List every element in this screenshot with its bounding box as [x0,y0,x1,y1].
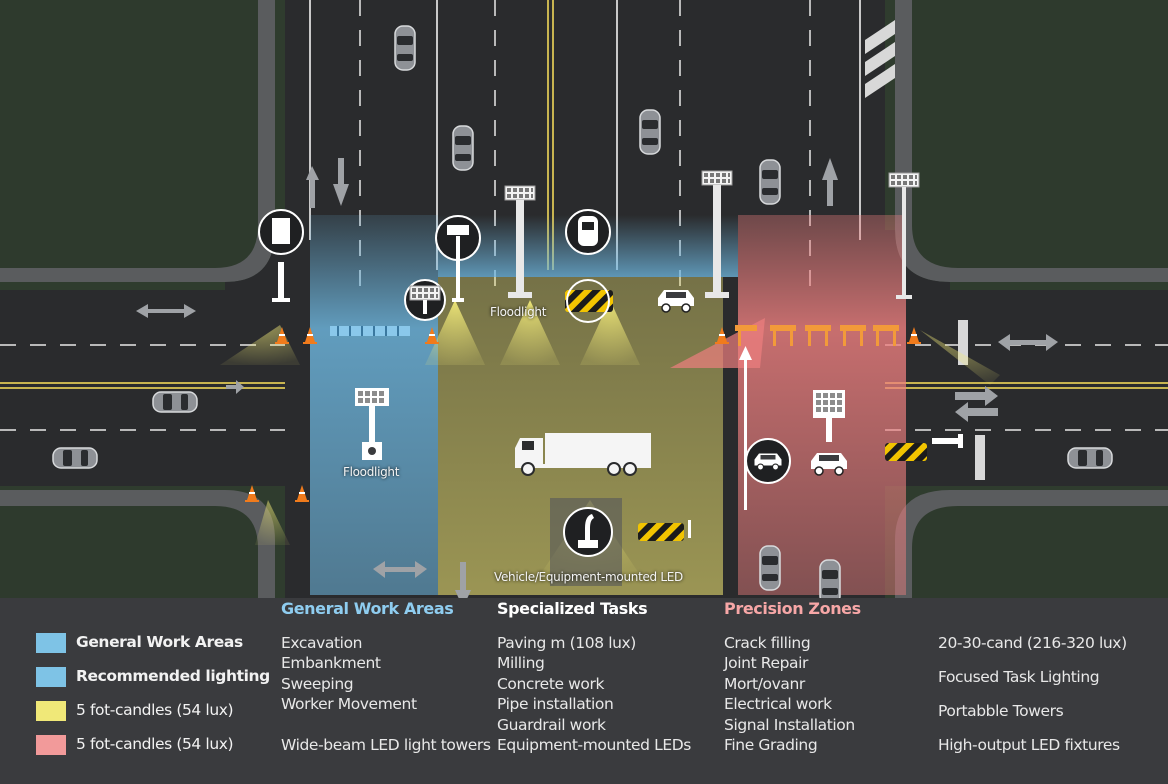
list-item: Signal Installation [724,715,855,734]
general-work-areas-list: Excavation Embankment Sweeping Worker Mo… [281,633,417,715]
legend-swatch [36,667,66,687]
vehicle-mounted-led-label: Vehicle/Equipment-mounted LED [494,570,683,584]
general-work-areas-heading: General Work Areas [281,599,454,618]
intersection-map [0,0,1168,598]
light-tower-icon [888,172,920,299]
list-item: Milling [497,654,545,673]
car-icon [759,545,781,591]
list-item: Sweeping [281,674,354,693]
list-item: Guardrail work [497,715,606,734]
list-item: 20-30-cand (216-320 lux) [938,634,1127,652]
car-icon [152,391,198,413]
car-icon [52,447,98,469]
list-item: Electrical work [724,695,832,714]
car-icon [1067,447,1113,469]
car-icon [394,25,416,71]
barrier-icon [735,325,899,346]
general-work-areas-footer: Wide-beam LED light towers [281,736,491,754]
car-icon [819,559,841,598]
vehicle-mounted-led-icon [563,507,613,557]
floodlight-icon [565,209,611,255]
light-tower-icon [355,388,389,460]
lighting-spec-list: 20-30-cand (216-320 lux) Focused Task Li… [938,633,1127,769]
barrier-icon [885,443,927,461]
floodlight-icon [435,215,481,302]
floodlight-label: Floodlight [343,465,400,479]
list-item: Embankment [281,654,381,673]
specialized-tasks-footer: Equipment-mounted LEDs [497,736,691,754]
car-icon [452,125,474,171]
list-item: Mort/ovanr [724,674,805,693]
legend-key-label: Recommended lighting [76,667,270,685]
precision-zones-list: Crack filling Joint Repair Mort/ovanr El… [724,633,855,735]
legend-swatch [36,735,66,755]
car-icon [759,159,781,205]
precision-zones-heading: Precision Zones [724,599,861,618]
list-item: Excavation [281,634,363,652]
list-item: Portabble Towers [938,702,1064,720]
list-item: Worker Movement [281,695,417,714]
specialized-tasks-heading: Specialized Tasks [497,599,648,618]
list-item: Pipe installation [497,695,614,714]
precision-zones-footer: Fine Grading [724,736,818,754]
floodlight-label: Floodlight [490,305,547,319]
arrow-icon [739,346,752,510]
legend-key-label: General Work Areas [76,633,243,651]
car-icon [639,109,661,155]
arrow-icon [136,158,1058,598]
light-tower-icon [813,390,845,442]
list-item: High-output LED fixtures [938,736,1120,754]
legend-swatch [36,701,66,721]
light-tower-icon [504,185,536,298]
barrier-icon [638,523,684,541]
legend-key-label: 5 fot-candles (54 lux) [76,735,234,753]
specialized-tasks-list: Paving m (108 lux) Milling Concrete work… [497,633,636,735]
barrier-icon [565,290,613,312]
legend-swatch [36,633,66,653]
led-strip-icon [330,326,410,336]
truck-icon [515,433,651,476]
car-icon [745,438,791,484]
list-item: Concrete work [497,674,605,693]
list-item: Paving m (108 lux) [497,634,636,652]
light-tower-icon [701,170,733,298]
legend-key-label: 5 fot-candles (54 lux) [76,701,234,719]
list-item: Joint Repair [724,654,809,673]
list-item: Crack filling [724,634,811,652]
floodlight-icon [404,279,446,321]
floodlight-icon [258,209,304,302]
legend-panel: General Work Areas Specialized Tasks Pre… [0,598,1168,784]
list-item: Focused Task Lighting [938,668,1100,686]
